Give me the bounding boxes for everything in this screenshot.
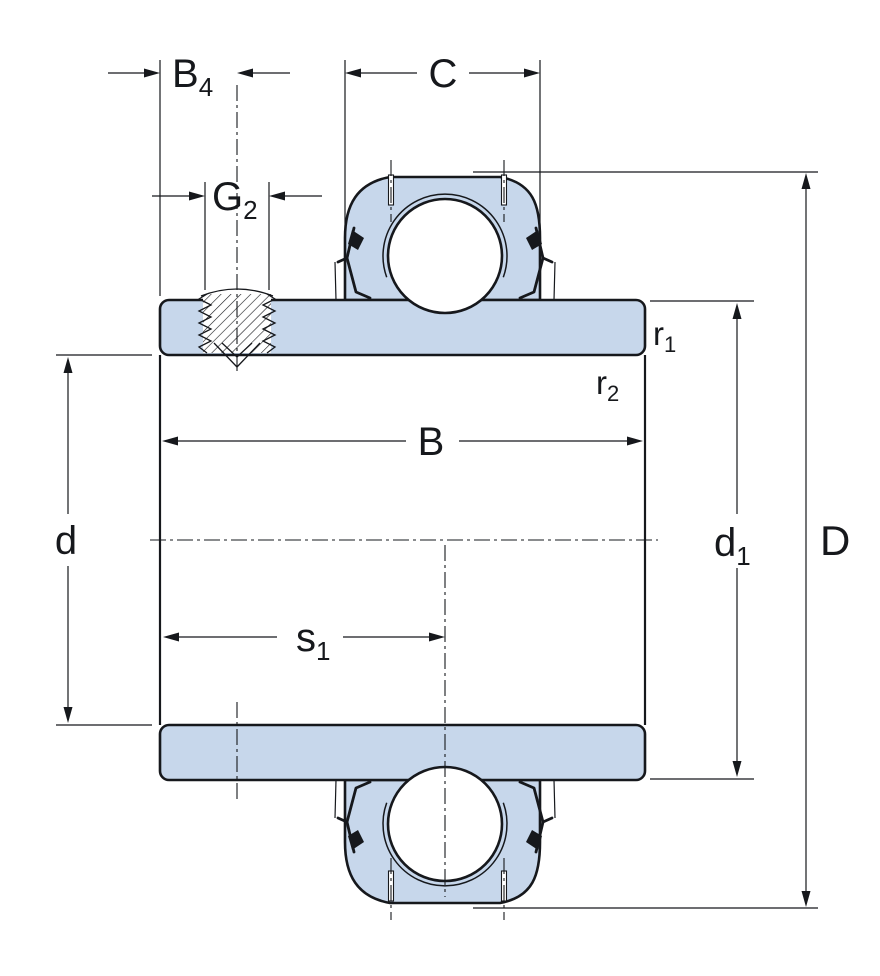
screw-thread-right: [261, 293, 277, 354]
label-D: D: [820, 517, 850, 564]
arrowhead: [63, 357, 73, 373]
label-d: d: [55, 519, 77, 563]
label-g2: G2: [212, 175, 258, 225]
flinger-left-edge: [334, 779, 337, 819]
flinger-right-edge: [553, 779, 556, 819]
dim-s1: s1: [163, 616, 445, 666]
arrowhead: [627, 436, 643, 446]
centerlines: [150, 85, 658, 920]
arrowhead: [189, 191, 205, 201]
arrowhead: [732, 303, 742, 319]
screw-thread-left: [197, 293, 213, 354]
arrowhead: [163, 632, 179, 642]
dim-d: d: [55, 354, 152, 726]
dim-b: B: [162, 420, 643, 464]
dim-d1: d1: [650, 300, 754, 780]
flinger-left-lip: [336, 256, 349, 264]
arrowhead: [429, 632, 445, 642]
dim-c: C: [344, 52, 541, 235]
top-outer-raceway-arc: [382, 193, 508, 278]
flinger-right-edge: [553, 261, 556, 301]
label-b: B: [418, 420, 445, 464]
sleeve-upper-section: [158, 298, 647, 357]
flinger-left-lip: [336, 816, 349, 824]
seal-lip-left: [348, 230, 364, 250]
arrowhead: [524, 68, 540, 78]
arrowhead: [801, 891, 811, 907]
label-c: C: [429, 52, 458, 96]
flinger-right-lip: [541, 256, 554, 264]
dim-D: D: [473, 171, 850, 909]
bottom-outer-raceway-arc: [382, 802, 508, 887]
arrowhead: [237, 68, 253, 78]
label-r2: r2: [596, 364, 619, 406]
flinger-left-edge: [334, 261, 337, 301]
label-s1: s1: [296, 616, 330, 666]
arrowhead: [63, 707, 73, 723]
arrowhead: [801, 173, 811, 189]
top-ball: [386, 197, 504, 315]
seal-lip-right: [526, 830, 542, 850]
dim-g2: G2: [152, 175, 322, 290]
seal-lip-left: [348, 830, 364, 850]
arrowhead: [732, 761, 742, 777]
seal-lip-right: [526, 230, 542, 250]
label-d1: d1: [714, 521, 751, 571]
label-b4: B4: [172, 52, 213, 102]
label-r1: r1: [653, 315, 676, 357]
flinger-right-lip: [541, 816, 554, 824]
sleeve-lower-section: [158, 723, 647, 782]
dim-b4: B4: [108, 52, 290, 296]
arrowhead: [269, 191, 285, 201]
arrowhead: [345, 68, 361, 78]
arrowhead: [162, 436, 178, 446]
arrowhead: [144, 68, 160, 78]
